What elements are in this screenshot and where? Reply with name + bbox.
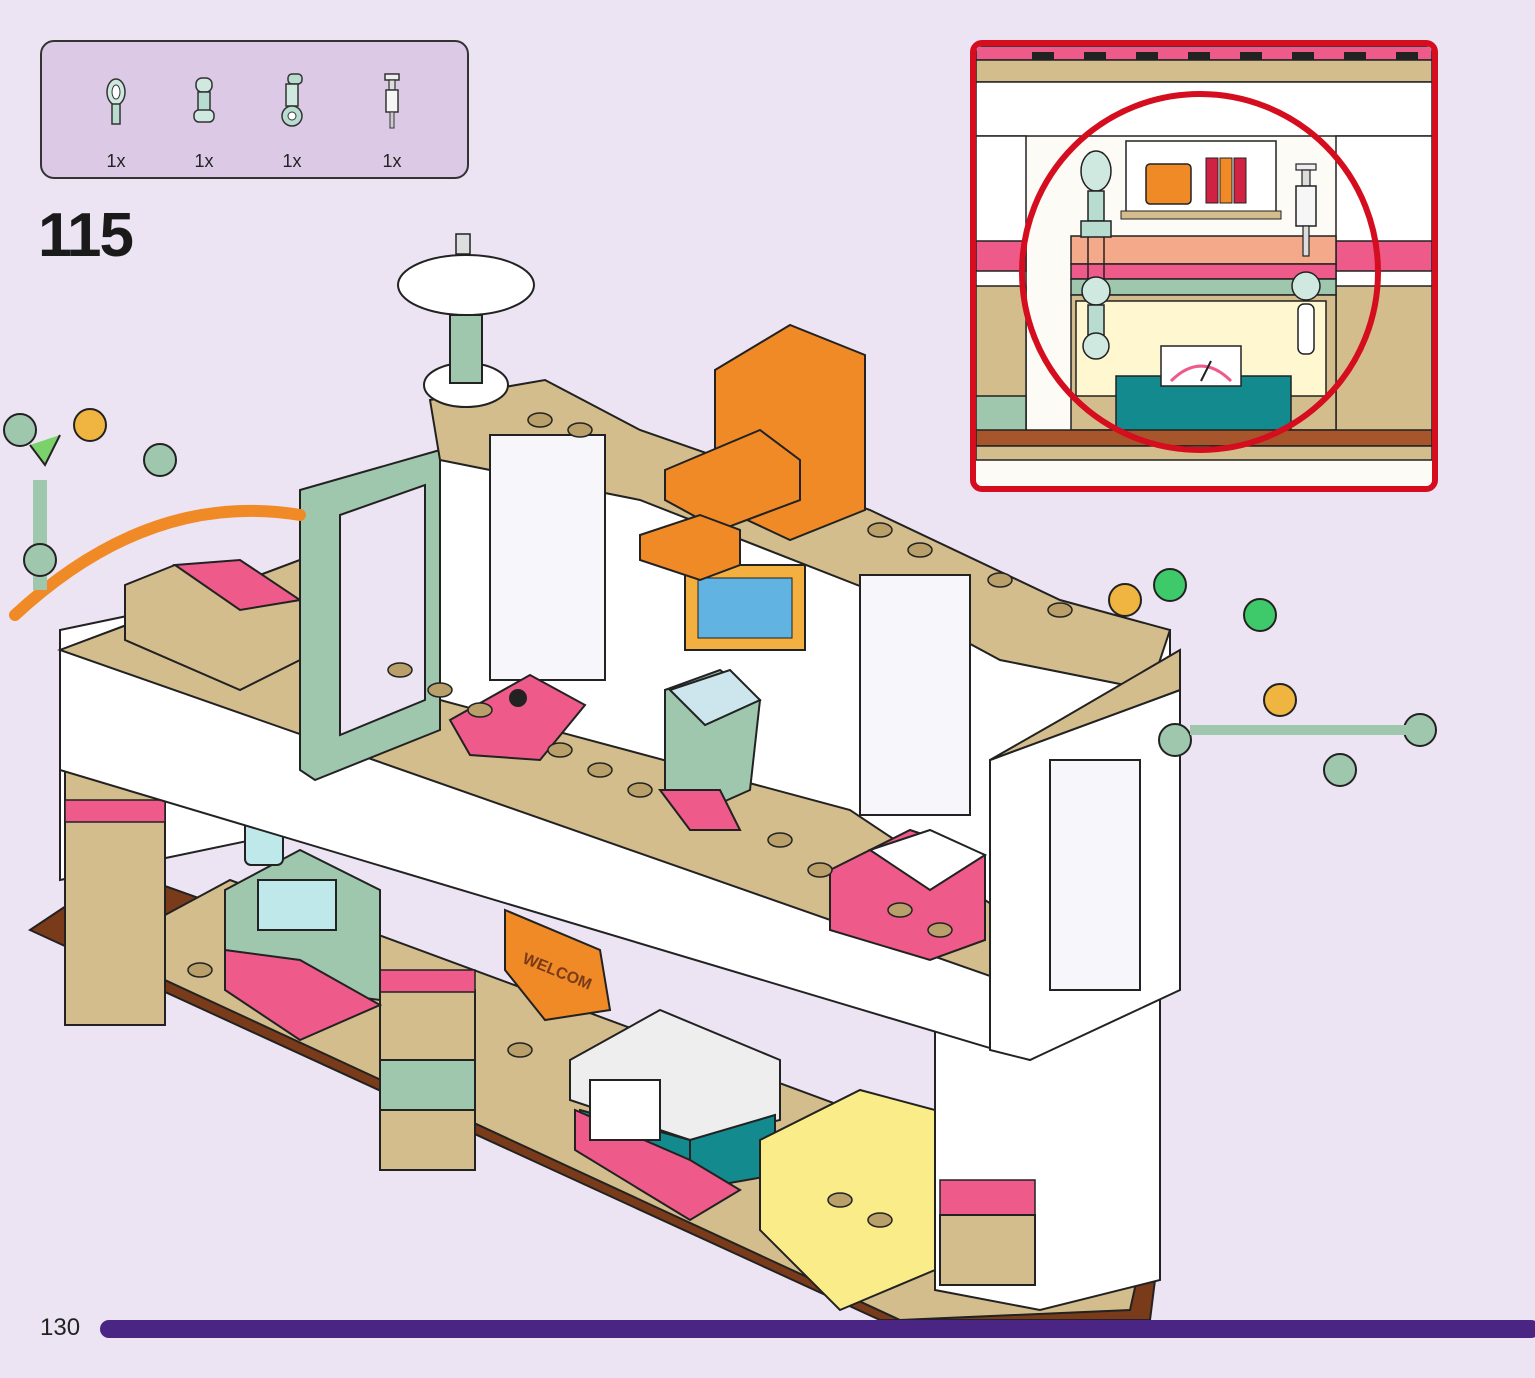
lamp-holder-icon (106, 78, 126, 125)
syringe-icon (1291, 163, 1321, 355)
page-progress-bar (100, 1320, 1535, 1338)
parts-list-panel: 1x 1x 1x 1x (40, 40, 469, 179)
plate-studs (187, 412, 1073, 1228)
parts-list-item: 1x (262, 72, 322, 172)
part-quantity: 1x (382, 151, 402, 171)
parts-list-item: 1x (86, 72, 146, 172)
tree-right (1108, 568, 1437, 787)
computer-terminal (668, 668, 762, 727)
part-quantity: 1x (194, 151, 214, 171)
parts-list-item: 1x (362, 72, 422, 172)
step-number: 115 (38, 201, 134, 270)
highlight-circle (1019, 91, 1381, 453)
parts-list-item: 1x (174, 72, 234, 172)
ratchet-arm-icon (281, 73, 303, 127)
tree-left (3, 408, 177, 590)
welcome-mat (504, 908, 612, 1022)
syringe-icon (384, 73, 400, 129)
part-quantity: 1x (282, 151, 302, 171)
window-right (859, 574, 971, 816)
part-quantity: 1x (106, 151, 126, 171)
page-number: 130 (40, 1314, 81, 1341)
orange-hose (9, 504, 306, 621)
callout-illustration (976, 46, 1432, 486)
lamp-holder-icon (1080, 150, 1112, 360)
connector-arm-icon (193, 77, 215, 123)
detail-callout (970, 40, 1438, 492)
window-left (489, 434, 606, 681)
model-illustration: WELCOM (3, 233, 1437, 1320)
medical-case-icon (1145, 163, 1192, 205)
